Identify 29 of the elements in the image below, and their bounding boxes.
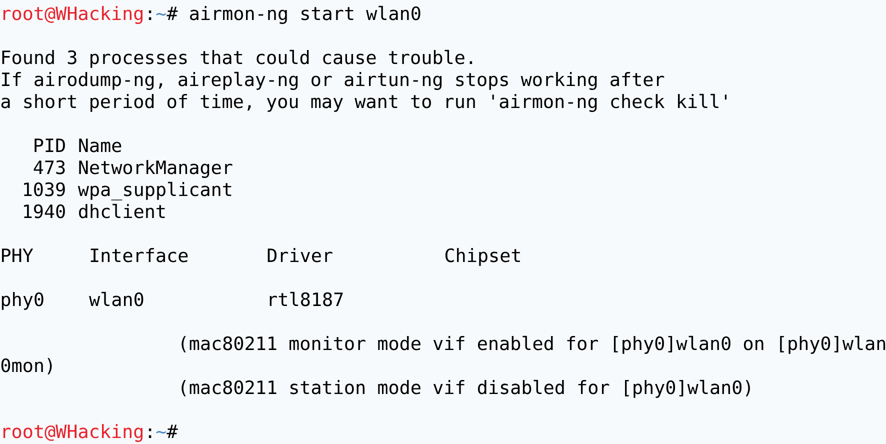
table-header: Driver (268, 248, 332, 262)
output-text: If airodump-ng, aireplay-ng or airtun-ng stops working after (2, 72, 664, 90)
prompt-text: root@WHacking (3, 424, 142, 442)
table-header: Chipset (445, 248, 520, 266)
prompt-text: # (166, 424, 178, 438)
output-text: a short period of time, you may want to run 'airmon-ng check kill' (1, 94, 726, 112)
table-cell: phy0 (2, 292, 44, 310)
table-header: Name (79, 138, 122, 152)
output-text: 0mon) (1, 358, 52, 374)
command-text: # airmon-ng start wlan0 (166, 6, 420, 24)
table-header: Interface (90, 248, 188, 262)
output-text: (mac80211 station mode vif disabled for [phy0]wlan0) (182, 380, 750, 398)
table-header: PID (34, 138, 65, 152)
table-cell: 1039 (24, 182, 65, 196)
prompt-text: : (148, 10, 152, 20)
table-cell: dhclient (79, 204, 165, 218)
table-cell: rtl8187 (270, 292, 343, 306)
table-cell: 1940 (24, 204, 65, 218)
prompt-text: ~ (156, 13, 166, 16)
prompt-text: : (148, 428, 152, 438)
table-cell: wlan0 (89, 292, 144, 306)
prompt-text: ~ (156, 430, 166, 434)
output-text: Found 3 processes that could cause trouble. (2, 50, 472, 68)
output-text: (mac80211 monitor mode vif enabled for [phy0]wlan0 on [phy0]wlan (182, 336, 886, 354)
table-cell: 473 (34, 160, 65, 174)
prompt-text: root@WHacking (3, 6, 142, 24)
table-header: PHY (2, 248, 34, 262)
table-cell: NetworkManager (79, 160, 232, 178)
table-cell: wpa_supplicant (78, 182, 232, 200)
